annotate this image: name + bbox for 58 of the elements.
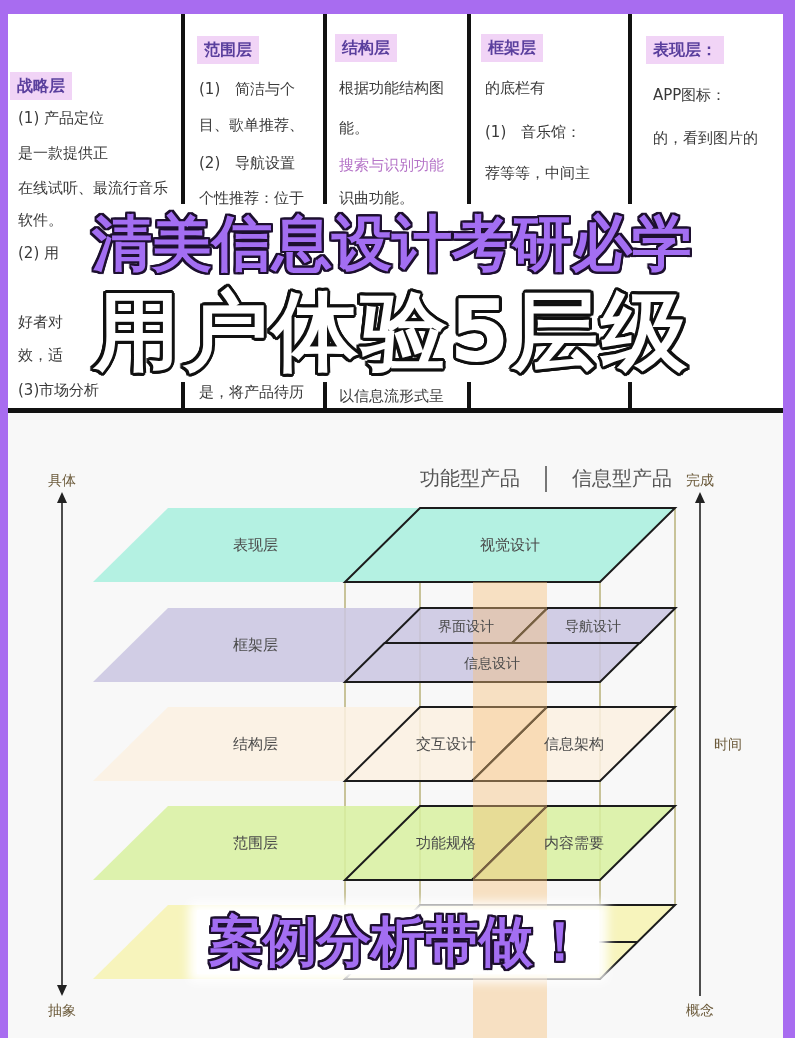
section-heading: 范围层 bbox=[197, 36, 259, 64]
section-label: 内容需要 bbox=[543, 834, 604, 852]
body-text: 识曲功能。 bbox=[339, 188, 414, 208]
section-label: 信息架构 bbox=[543, 735, 604, 753]
body-text: (3)市场分析 bbox=[18, 380, 100, 400]
body-text: 荐等等，中间主 bbox=[485, 163, 590, 183]
body-text: 个性推荐：位于 bbox=[199, 188, 304, 208]
plane-section bbox=[345, 806, 547, 880]
body-text: (2) 导航设置 bbox=[199, 153, 296, 173]
layer-plane bbox=[93, 707, 675, 781]
section-label: 信息设计 bbox=[464, 654, 521, 671]
section-heading: 战略层 bbox=[10, 72, 72, 100]
plane-section bbox=[345, 508, 675, 582]
layer-label: 结构层 bbox=[232, 735, 278, 753]
axis-label: 时间 bbox=[714, 735, 742, 753]
plane-section bbox=[511, 608, 675, 643]
axis-label: 完成 bbox=[686, 471, 714, 489]
body-text: 在线试听、最流行音乐 bbox=[18, 178, 168, 198]
body-text: 根据功能结构图 bbox=[339, 78, 444, 98]
section-label: 导航设计 bbox=[565, 617, 622, 634]
body-text: (1) 音乐馆： bbox=[485, 122, 582, 142]
axis-label: 具体 bbox=[48, 471, 76, 489]
overlay-heading: 清美信息设计考研必学 bbox=[92, 211, 692, 275]
section-label: 视觉设计 bbox=[480, 536, 540, 554]
layer-plane bbox=[93, 806, 675, 880]
plane-section bbox=[384, 608, 547, 643]
body-text: 以信息流形式呈 bbox=[339, 386, 444, 406]
overlay-caption: 案例分析带做！ bbox=[197, 910, 599, 974]
body-text: 是一款提供正 bbox=[18, 143, 108, 163]
body-text: 的，看到图片的 bbox=[653, 128, 758, 148]
section-heading: 结构层 bbox=[335, 34, 397, 62]
body-text: APP图标： bbox=[653, 85, 727, 105]
section-label: 界面设计 bbox=[437, 617, 494, 634]
body-text: 的底栏有 bbox=[485, 78, 545, 98]
layer-label: 表现层 bbox=[232, 536, 278, 554]
column-header: 功能型产品 bbox=[420, 466, 520, 490]
body-text: (1) 简洁与个 bbox=[199, 79, 296, 99]
body-text: 软件。 bbox=[18, 210, 63, 230]
axis-label: 概念 bbox=[686, 1001, 714, 1019]
axis-label: 抽象 bbox=[48, 1001, 76, 1019]
body-text: (2) 用 bbox=[18, 243, 59, 263]
layer-label: 范围层 bbox=[232, 834, 278, 852]
layer-plane bbox=[93, 608, 675, 682]
body-text: (1) 产品定位 bbox=[18, 108, 104, 128]
plane-section bbox=[344, 643, 640, 682]
section-heading: 表现层： bbox=[646, 36, 724, 64]
section-label: 交互设计 bbox=[416, 735, 476, 753]
body-text: 是，将产品待历 bbox=[199, 382, 304, 402]
section-heading: 框架层 bbox=[481, 34, 543, 62]
body-text: 效，适 bbox=[18, 345, 63, 365]
section-label: 功能规格 bbox=[416, 834, 476, 852]
body-text: 搜索与识别功能 bbox=[339, 155, 444, 175]
column-header: 信息型产品 bbox=[572, 466, 672, 490]
body-text: 能。 bbox=[339, 118, 369, 138]
layer-label: 框架层 bbox=[232, 636, 278, 654]
body-text: 好者对 bbox=[18, 312, 63, 332]
body-text: 目、歌单推荐、 bbox=[199, 115, 304, 135]
layer-plane bbox=[93, 508, 675, 582]
